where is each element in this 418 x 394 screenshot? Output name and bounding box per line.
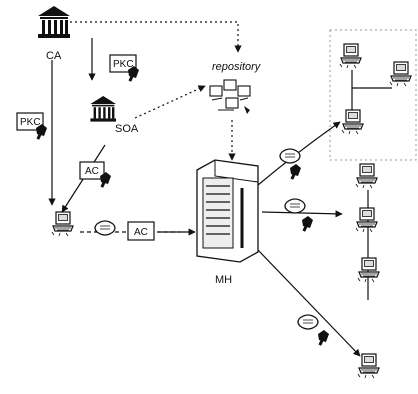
computer-icon bbox=[356, 208, 377, 232]
pkc-certificate-left: PKC bbox=[17, 113, 47, 140]
server-cluster-icon bbox=[210, 80, 250, 114]
repository-node[interactable]: repository bbox=[210, 61, 262, 114]
server-tower-icon bbox=[197, 160, 258, 262]
client-group-box bbox=[330, 30, 416, 160]
pkc-left-label: PKC bbox=[20, 117, 41, 128]
ac-certificate-soa: AC bbox=[80, 162, 111, 188]
client-node[interactable] bbox=[342, 110, 363, 134]
pen-icon bbox=[302, 216, 313, 232]
mh-to-bottom-client-arrow bbox=[258, 250, 360, 356]
mh-label: MH bbox=[215, 274, 232, 286]
pen-icon bbox=[318, 330, 329, 346]
client-node[interactable] bbox=[340, 44, 361, 68]
packet-mh-mid bbox=[285, 199, 313, 232]
client-node[interactable] bbox=[356, 164, 377, 188]
packet-icon bbox=[285, 199, 305, 213]
computer-icon bbox=[358, 354, 379, 378]
client-tree-lines bbox=[352, 70, 392, 110]
packet-icon bbox=[280, 149, 300, 163]
ac-certificate-mh: AC bbox=[128, 222, 154, 240]
ac-mh-label: AC bbox=[134, 227, 148, 238]
client-node[interactable] bbox=[358, 354, 379, 378]
bank-icon bbox=[90, 96, 116, 122]
client-node[interactable] bbox=[356, 208, 377, 232]
ca-to-repository-arrow bbox=[70, 22, 238, 52]
computer-icon bbox=[356, 164, 377, 188]
ca-node[interactable]: CA bbox=[38, 6, 70, 62]
mobile-node-left[interactable] bbox=[52, 212, 73, 236]
pkc-certificate-top: PKC bbox=[110, 55, 139, 82]
computer-icon bbox=[52, 212, 73, 236]
soa-to-repository-arrow bbox=[135, 86, 205, 118]
bank-icon bbox=[38, 6, 70, 38]
ca-label: CA bbox=[46, 50, 62, 62]
pen-icon bbox=[290, 164, 301, 180]
mh-to-mid-client-arrow bbox=[262, 212, 342, 214]
soa-label: SOA bbox=[115, 123, 139, 135]
ac-soa-label: AC bbox=[85, 166, 99, 177]
packet-mn-mh bbox=[95, 221, 115, 235]
computer-icon bbox=[342, 110, 363, 134]
packet-icon bbox=[95, 221, 115, 235]
client-node[interactable] bbox=[390, 62, 411, 86]
soa-node[interactable]: SOA bbox=[90, 96, 138, 135]
packet-icon bbox=[298, 315, 318, 329]
computer-icon bbox=[390, 62, 411, 86]
mh-node[interactable]: MH bbox=[197, 160, 258, 286]
computer-icon bbox=[340, 44, 361, 68]
repository-label: repository bbox=[212, 61, 262, 73]
